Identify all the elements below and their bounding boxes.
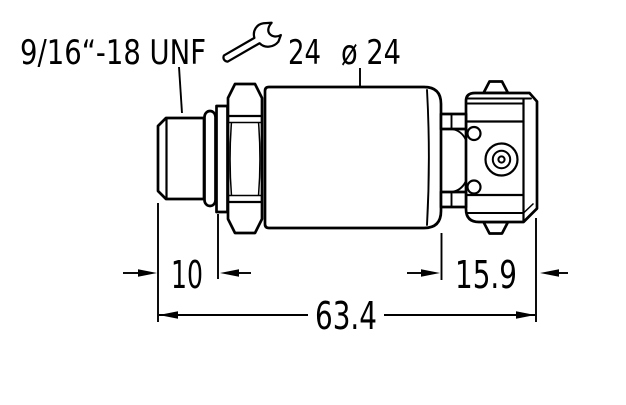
connector-socket: [484, 142, 519, 177]
dimension-thread-length: 10: [123, 253, 251, 297]
connector-screw-hole-bottom: [466, 179, 482, 195]
thread-spec-label: 9/16“-18 UNF: [20, 33, 206, 73]
dimension-value-63-4: 63.4: [315, 294, 377, 338]
hex-nut: [226, 82, 264, 235]
diameter-label: ø 24: [341, 33, 401, 73]
connector-bottom-tab: [482, 220, 510, 235]
electrical-connector: [439, 80, 539, 235]
washer: [215, 104, 229, 214]
threaded-port: [156, 116, 206, 201]
connector-top-tab: [482, 80, 510, 95]
wrench-size-label: 24: [288, 33, 321, 73]
dimension-value-15-9: 15.9: [455, 253, 517, 297]
callouts: 9/16“-18 UNF 24 ø 24: [20, 21, 401, 114]
dimension-annotations: 10 15.9 63.4: [123, 203, 568, 338]
sensor-body: [263, 85, 443, 230]
connector-mount-stem-top: [439, 112, 468, 140]
wrench-icon: [222, 21, 282, 63]
thread-leader-line: [178, 66, 183, 114]
device-side-view: [156, 80, 539, 235]
connector-mount-stem-bottom: [439, 181, 468, 209]
connector-screw-hole-top: [466, 125, 482, 142]
dimension-overall-length: 63.4: [159, 294, 535, 338]
dimension-value-10: 10: [171, 253, 203, 297]
o-ring: [203, 109, 217, 208]
dimension-connector-length: 15.9: [407, 253, 568, 297]
